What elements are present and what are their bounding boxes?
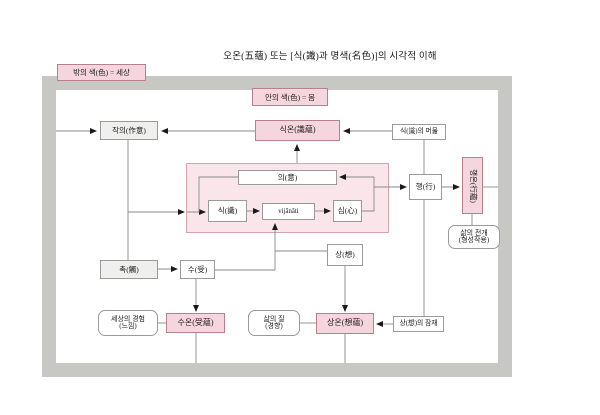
node-ui-mind: 의(意) bbox=[238, 170, 337, 185]
node-sang-jamjae-latency: 상(想)의 잠재 bbox=[393, 316, 444, 332]
label-outer-form: 밖의 색(色) = 세상 bbox=[57, 64, 146, 81]
node-salm-jil-quality: 삶의 질 (경향) bbox=[248, 310, 300, 336]
node-chok-contact: 촉(觸) bbox=[100, 260, 158, 279]
node-sesang-gyeongheom-experience: 세상의 경험 (느낌) bbox=[98, 310, 158, 336]
node-sang-perception: 상(想) bbox=[327, 244, 363, 266]
node-jakui-attention: 작의(作意) bbox=[100, 121, 158, 140]
node-su-feeling: 수(受) bbox=[180, 260, 215, 279]
node-salm-jeongae-unfolding: 삶의 전개 (형성작용) bbox=[448, 225, 500, 249]
node-vijanati: vijānāti bbox=[262, 203, 315, 220]
node-sik-meomum-abiding: 식(識)의 머묾 bbox=[392, 124, 446, 140]
node-haengon-formations-aggregate: 행온(行蘊) bbox=[462, 157, 483, 214]
node-sik-consciousness: 식(識) bbox=[208, 200, 247, 222]
diagram-title: 오온(五蘊) 또는 [식(識)과 명색(名色)]의 시각적 이해 bbox=[223, 52, 437, 62]
label-inner-form: 안의 색(色) = 몸 bbox=[252, 88, 328, 106]
node-suon-feeling-aggregate: 수온(受蘊) bbox=[166, 313, 225, 333]
node-sim-heart: 심(心) bbox=[333, 200, 362, 222]
node-haeng-formations: 행(行) bbox=[409, 174, 442, 200]
node-sangon-perception-aggregate: 상온(想蘊) bbox=[316, 313, 374, 334]
node-sikon-consciousness-aggregate: 식온(識蘊) bbox=[255, 120, 340, 141]
